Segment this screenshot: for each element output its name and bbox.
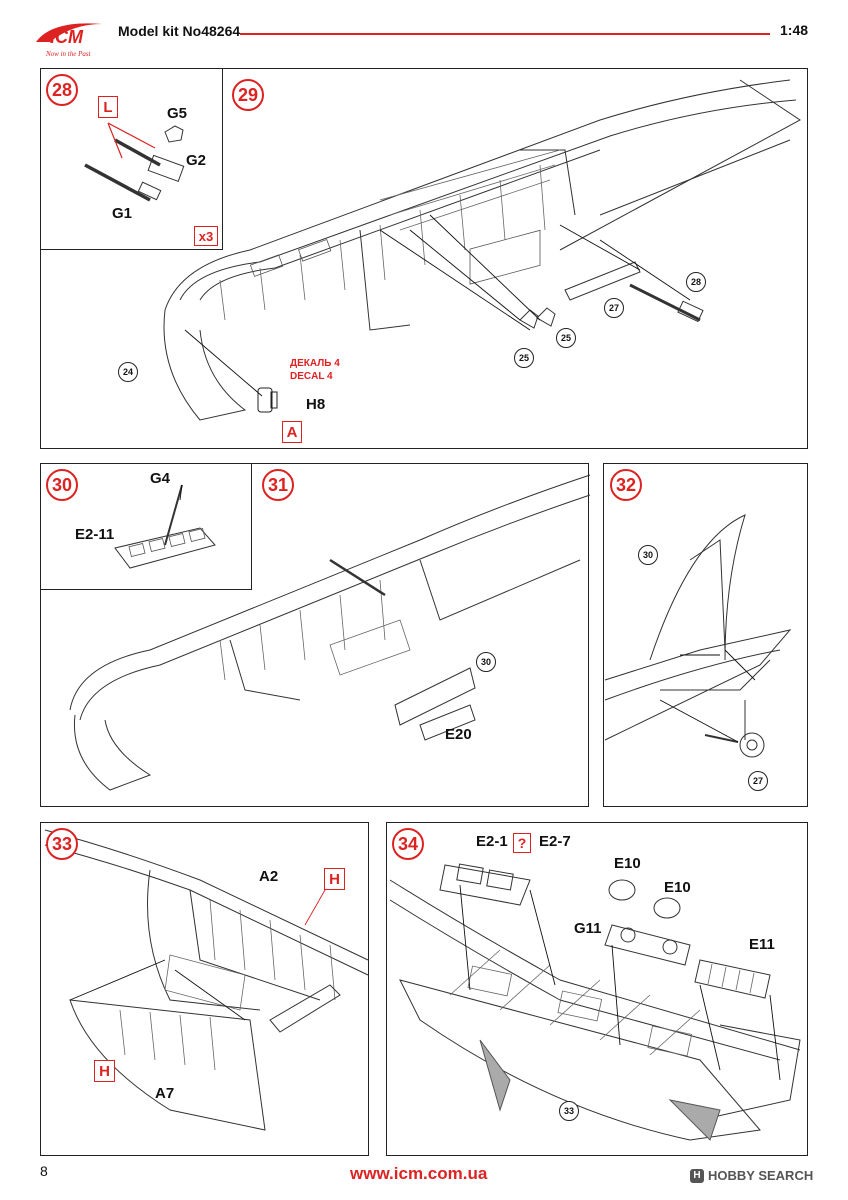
part-g2: G2: [186, 152, 207, 169]
choice-marker: ?: [513, 833, 531, 853]
brand-text: ICM: [50, 27, 84, 47]
part-e2-7: E2-7: [539, 833, 571, 850]
decal-label-en: DECAL 4: [290, 371, 333, 382]
ref-27-step32: 27: [748, 771, 768, 791]
part-a7: A7: [155, 1085, 175, 1102]
part-e11: E11: [749, 936, 775, 953]
step-33-number: 33: [46, 828, 78, 860]
ref-28: 28: [686, 272, 706, 292]
part-e10-a: E10: [614, 855, 641, 872]
part-g5: G5: [167, 105, 188, 122]
ref-33: 33: [559, 1101, 579, 1121]
scale-label: 1:48: [780, 22, 809, 38]
hobby-search-watermark: H HOBBY SEARCH: [690, 1168, 813, 1183]
ref-27: 27: [604, 298, 624, 318]
step-34-number: 34: [392, 828, 424, 860]
step-34-panel: [386, 822, 808, 1156]
marker-l: L: [98, 96, 118, 118]
watermark-text: HOBBY SEARCH: [708, 1168, 814, 1183]
multiplier-badge: x3: [194, 226, 218, 246]
step-31-number: 31: [262, 469, 294, 501]
website-link[interactable]: www.icm.com.ua: [350, 1164, 488, 1183]
marker-h-bottom: H: [94, 1060, 115, 1082]
step-30-number: 30: [46, 469, 78, 501]
ref-25-b: 25: [556, 328, 576, 348]
part-e2-1: E2-1: [476, 833, 508, 850]
ref-30-step32: 30: [638, 545, 658, 565]
part-g11: G11: [574, 920, 602, 937]
part-g4: G4: [150, 470, 171, 487]
marker-a: A: [282, 421, 302, 443]
part-h8: H8: [306, 396, 326, 413]
marker-h-top: H: [324, 868, 345, 890]
step-29-number: 29: [232, 79, 264, 111]
part-e20: E20: [445, 726, 472, 743]
step-32-number: 32: [610, 469, 642, 501]
decal-label-ru: ДЕКАЛЬ 4: [290, 358, 340, 369]
brand-tagline: Now in the Past: [46, 50, 91, 58]
ref-25-a: 25: [514, 348, 534, 368]
ref-24: 24: [118, 362, 138, 382]
part-e10-b: E10: [664, 879, 691, 896]
header-rule: [240, 33, 770, 35]
icm-logo: ICM: [32, 18, 110, 54]
step-28-number: 28: [46, 74, 78, 106]
step-32-panel: [603, 463, 808, 807]
part-e2-11: E2-11: [75, 526, 115, 543]
page-number: 8: [40, 1163, 48, 1179]
hobby-search-icon: H: [690, 1168, 704, 1183]
part-g1: G1: [112, 205, 133, 222]
step-33-panel: [40, 822, 369, 1156]
ref-30-step31: 30: [476, 652, 496, 672]
part-a2: A2: [259, 868, 279, 885]
model-kit-number: Model kit No48264: [118, 23, 241, 39]
